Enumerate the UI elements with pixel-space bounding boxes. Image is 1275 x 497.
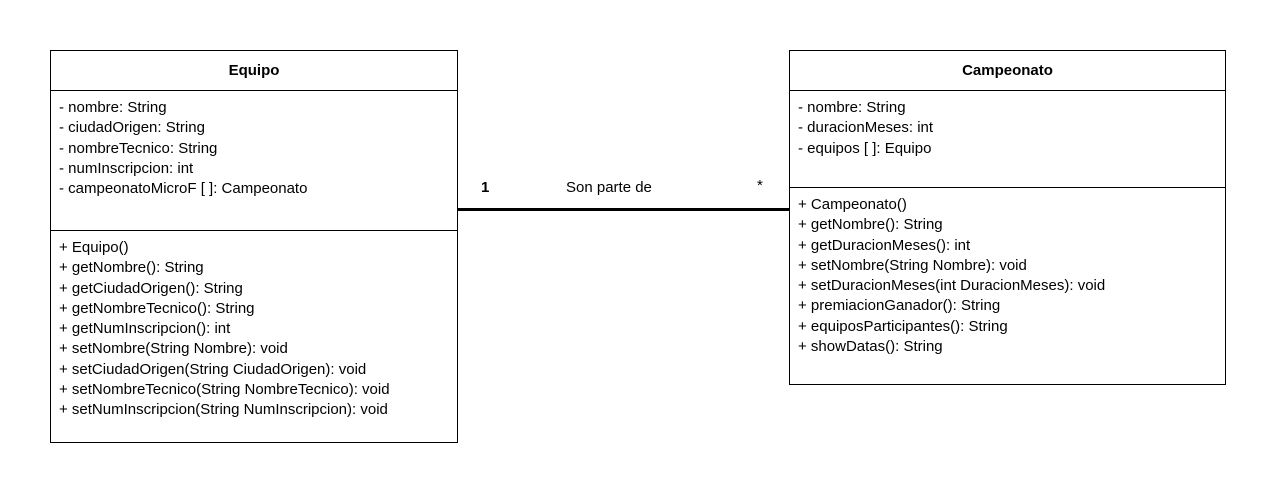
method: + getNumInscripcion(): int — [59, 320, 231, 338]
method: + setNumInscripcion(String NumInscripcio… — [59, 401, 388, 419]
method: + setCiudadOrigen(String CiudadOrigen): … — [59, 360, 367, 378]
method: + getDuracionMeses(): int — [798, 236, 971, 254]
class-campeonato-attributes: - nombre: String - duracionMeses: int - … — [790, 91, 1225, 188]
method: + getNombre(): String — [798, 216, 943, 234]
method: + setNombre(String Nombre): void — [59, 340, 288, 358]
association-line[interactable] — [458, 208, 789, 211]
method: + getNombre(): String — [59, 259, 204, 277]
attribute: - nombreTecnico: String — [59, 139, 218, 157]
class-campeonato[interactable]: Campeonato - nombre: String - duracionMe… — [789, 50, 1226, 385]
method: + showDatas(): String — [798, 338, 943, 356]
class-equipo-attributes: - nombre: String - ciudadOrigen: String … — [51, 91, 457, 231]
method: + equiposParticipantes(): String — [798, 317, 1008, 335]
attribute: - nombre: String — [59, 99, 167, 116]
attribute: - equipos [ ]: Equipo — [798, 139, 932, 157]
method: + getNombreTecnico(): String — [59, 299, 255, 317]
association-label: Son parte de — [566, 179, 652, 196]
attribute: - ciudadOrigen: String — [59, 119, 205, 137]
attribute: - campeonatoMicroF [ ]: Campeonato — [59, 180, 308, 198]
method: + premiacionGanador(): String — [798, 297, 1001, 315]
method: + setDuracionMeses(int DuracionMeses): v… — [798, 277, 1106, 295]
class-campeonato-name: Campeonato — [790, 51, 1225, 91]
class-equipo-methods: + Equipo() + getNombre(): String + getCi… — [51, 231, 457, 421]
source-multiplicity: 1 — [481, 179, 490, 196]
class-equipo-name: Equipo — [51, 51, 457, 91]
attribute: - nombre: String — [798, 99, 906, 116]
class-campeonato-methods: + Campeonato() + getNombre(): String + g… — [790, 188, 1225, 357]
method: + setNombreTecnico(String NombreTecnico)… — [59, 381, 390, 399]
method: + Equipo() — [59, 239, 129, 256]
method: + Campeonato() — [798, 196, 907, 213]
class-equipo[interactable]: Equipo - nombre: String - ciudadOrigen: … — [50, 50, 458, 443]
attribute: - duracionMeses: int — [798, 119, 934, 137]
attribute: - numInscripcion: int — [59, 159, 194, 177]
method: + getCiudadOrigen(): String — [59, 279, 243, 297]
target-multiplicity: * — [757, 177, 763, 194]
method: + setNombre(String Nombre): void — [798, 256, 1027, 274]
